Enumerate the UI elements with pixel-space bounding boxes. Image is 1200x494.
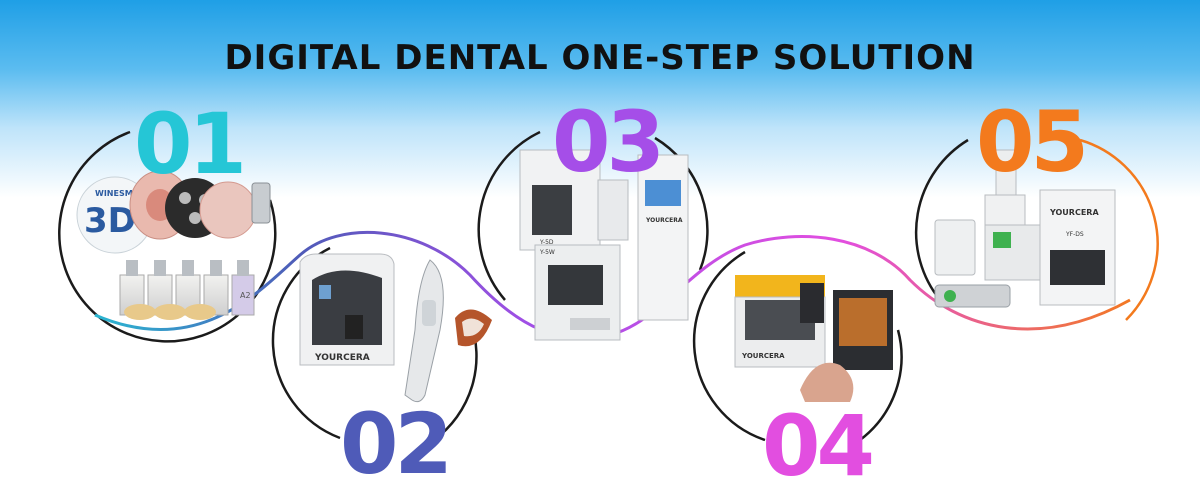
step-05-products: YOURCERA YF-DS (934, 149, 1116, 308)
step-number-04: 04 (762, 397, 875, 494)
circle-05-left (914, 138, 969, 301)
step-circles (58, 130, 1159, 442)
step-number-03: 03 (552, 93, 665, 191)
circle-03-right (654, 136, 709, 271)
ceramic-blocks: A2 (119, 260, 255, 320)
svg-text:YOURCERA: YOURCERA (741, 352, 785, 360)
step-04-products: YOURCERA (734, 275, 893, 402)
svg-text:3D: 3D (84, 201, 136, 241)
circle-03-left (477, 130, 541, 301)
svg-text:YOURCERA: YOURCERA (314, 353, 370, 363)
svg-text:YF-DS: YF-DS (1065, 231, 1084, 238)
step-number-05: 05 (976, 93, 1089, 191)
svg-text:Y-5D: Y-5D (539, 239, 554, 246)
step-01-products: 3D WINESMILE A2 A2 (76, 170, 271, 320)
circle-01 (58, 130, 277, 343)
circle-04-right (859, 329, 903, 441)
circle-04-left (692, 250, 766, 442)
step-02-products: YOURCERA (299, 253, 492, 403)
step-number-01: 01 (134, 95, 247, 193)
circle-05-right (1079, 138, 1159, 321)
svg-text:WINESMILE: WINESMILE (95, 189, 146, 198)
svg-text:A2: A2 (240, 291, 251, 300)
banner-title: DIGITAL DENTAL ONE-STEP SOLUTION (224, 38, 976, 78)
svg-text:Y-5W: Y-5W (539, 249, 555, 256)
step-number-02: 02 (340, 395, 453, 493)
svg-text:YOURCERA: YOURCERA (1049, 208, 1099, 217)
step-03-products: Y-5D YOURCERA Y-5W (519, 149, 689, 341)
svg-text:YOURCERA: YOURCERA (645, 217, 683, 224)
